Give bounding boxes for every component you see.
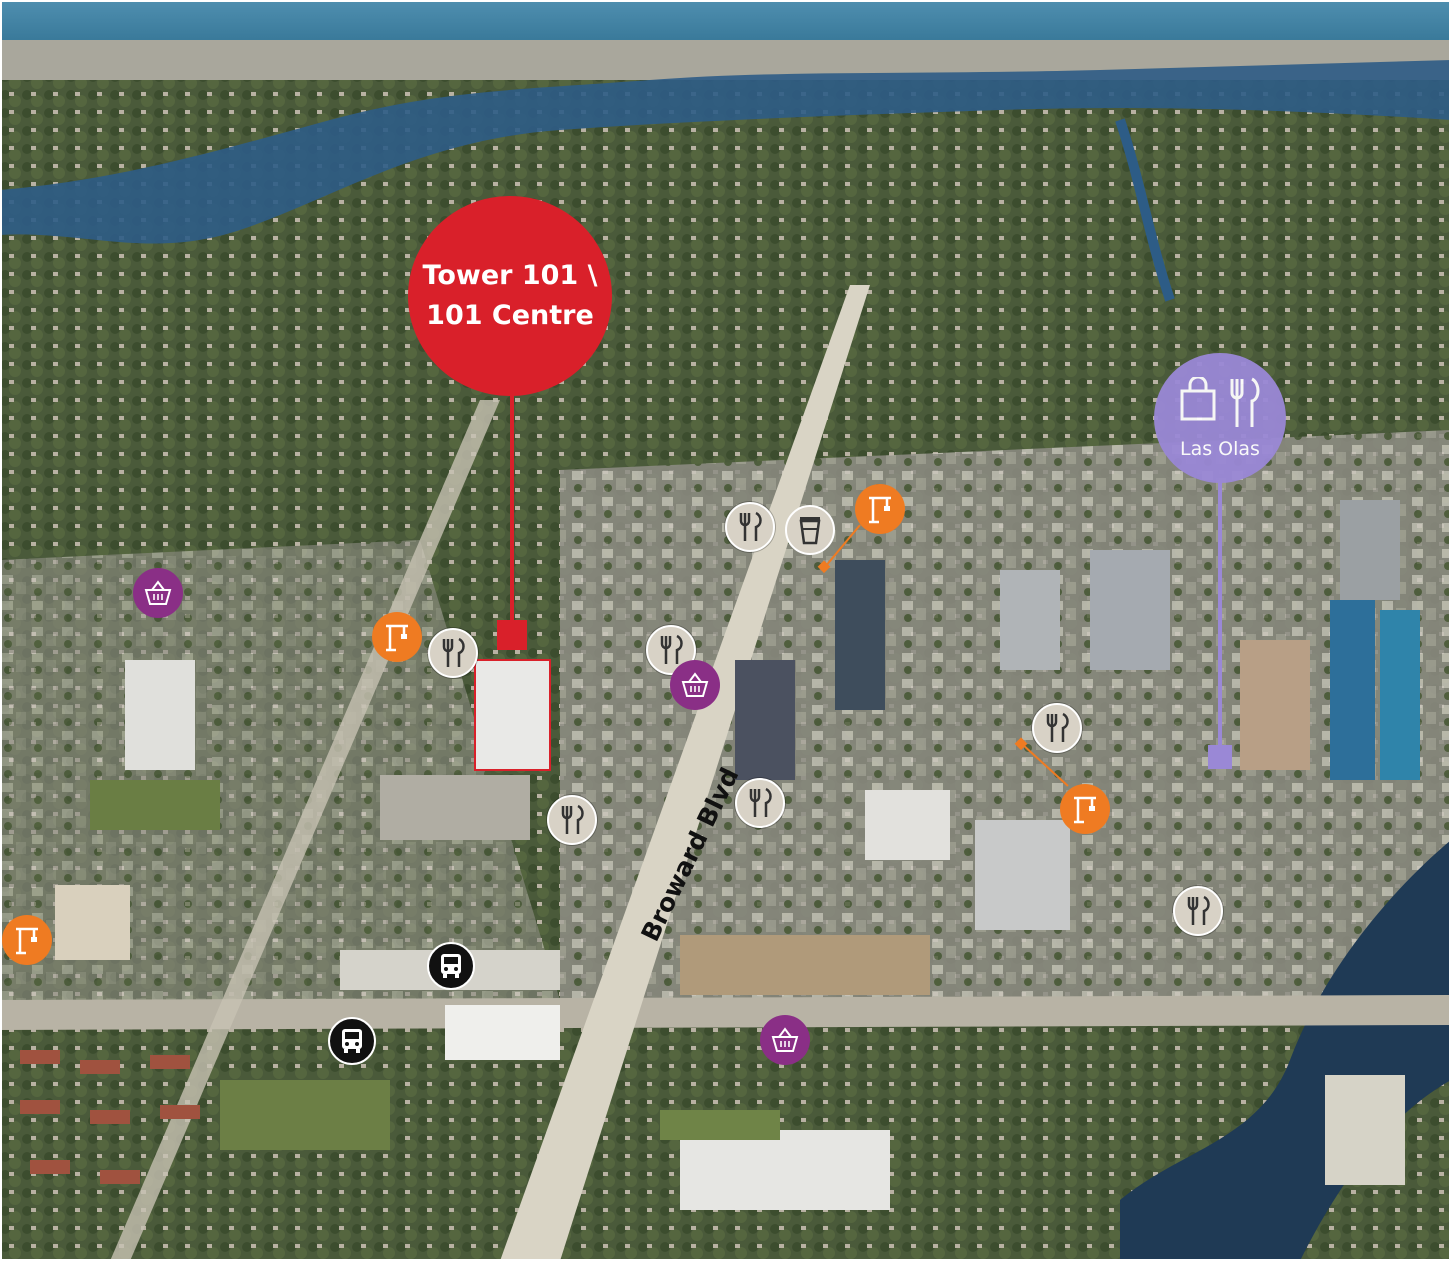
crane-icon [382,622,412,652]
grocery-marker[interactable] [133,568,183,618]
tower-pin-anchor [497,620,527,650]
construction-marker[interactable] [1060,784,1110,834]
restaurant-marker[interactable] [735,778,785,828]
construction-marker[interactable] [372,612,422,662]
bus-icon [339,1027,365,1055]
fork-knife-icon [657,634,685,666]
basket-icon [680,672,710,698]
fork-knife-icon [736,511,764,543]
basket-icon [143,580,173,606]
tower-label-line2: 101 Centre [426,300,594,331]
grocery-marker[interactable] [760,1015,810,1065]
fork-knife-icon [558,804,586,836]
restaurant-marker[interactable] [428,628,478,678]
construction-marker[interactable] [2,915,52,965]
basket-icon [770,1027,800,1053]
tower-label-line1: Tower 101 \ [422,260,598,291]
fork-knife-icon [746,787,774,819]
restaurant-marker[interactable] [547,795,597,845]
fork-knife-icon [1184,895,1212,927]
bus-icon [438,952,464,980]
bus-stop-marker[interactable] [427,942,475,990]
crane-icon [12,925,42,955]
crane-icon [865,494,895,524]
las-olas-label: Las Olas [1180,437,1260,460]
lasolas-pin-anchor [1208,745,1232,769]
construction-marker[interactable] [855,484,905,534]
restaurant-marker[interactable] [725,502,775,552]
fork-knife-icon [1228,377,1262,434]
crane-icon [1070,794,1100,824]
tower-101-callout[interactable]: Tower 101 \ 101 Centre [408,196,612,396]
fork-knife-icon [439,637,467,669]
bus-stop-marker[interactable] [328,1017,376,1065]
cafe-marker[interactable] [785,505,835,555]
restaurant-marker[interactable] [1032,703,1082,753]
restaurant-marker[interactable] [1173,886,1223,936]
grocery-marker[interactable] [670,660,720,710]
coffee-cup-icon [797,515,823,545]
shopping-bag-icon [1178,375,1218,434]
fork-knife-icon [1043,712,1071,744]
las-olas-callout[interactable]: Las Olas [1154,353,1286,483]
